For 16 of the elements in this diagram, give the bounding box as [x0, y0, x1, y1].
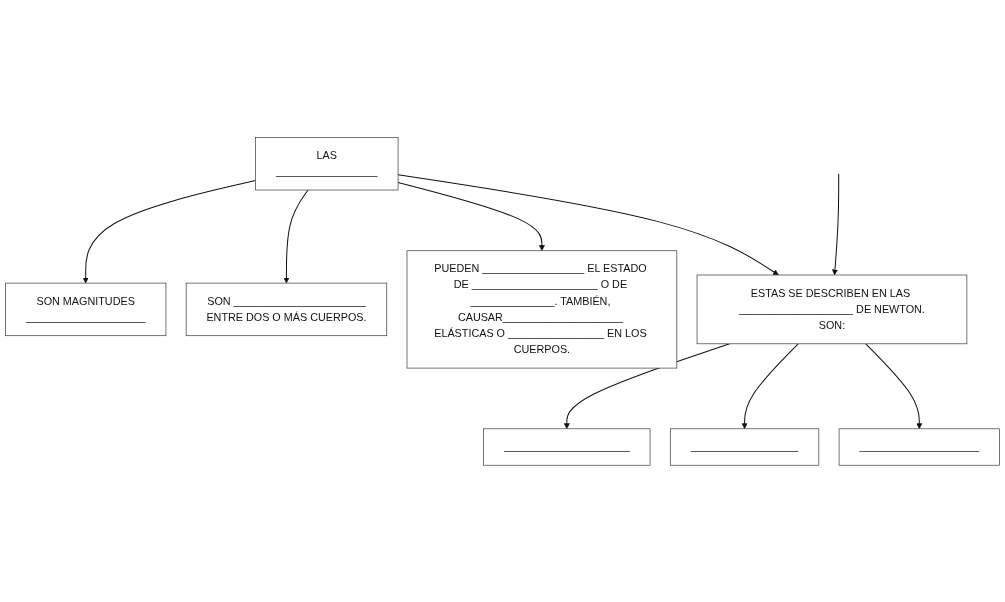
- arrow: [82, 179, 257, 284]
- arrow: [563, 343, 731, 429]
- node-box: __________________: [670, 428, 820, 466]
- arrow: [741, 343, 799, 429]
- arrow: [283, 189, 309, 284]
- arrow: [865, 343, 923, 429]
- node-box: SON MAGNITUDES ____________________: [5, 282, 167, 336]
- node-box: _____________________: [483, 428, 651, 466]
- arrow: [397, 173, 779, 275]
- arrow: [832, 173, 840, 275]
- node-box: LAS _________________: [255, 136, 399, 191]
- node-box: PUEDEN _________________ EL ESTADO DE _____________________ O DE ______________. TAMBIÉN, CAUSAR____________________ ELÁSTICAS O ________________ EN LOS CUERPOS.: [406, 250, 678, 369]
- node-box: ESTAS SE DESCRIBEN EN LAS ___________________ DE NEWTON. SON:: [696, 274, 968, 344]
- arrow: [397, 181, 545, 251]
- node-box: SON ______________________ ENTRE DOS O MÁS CUERPOS.: [185, 282, 388, 336]
- node-box: ____________________: [838, 428, 1000, 466]
